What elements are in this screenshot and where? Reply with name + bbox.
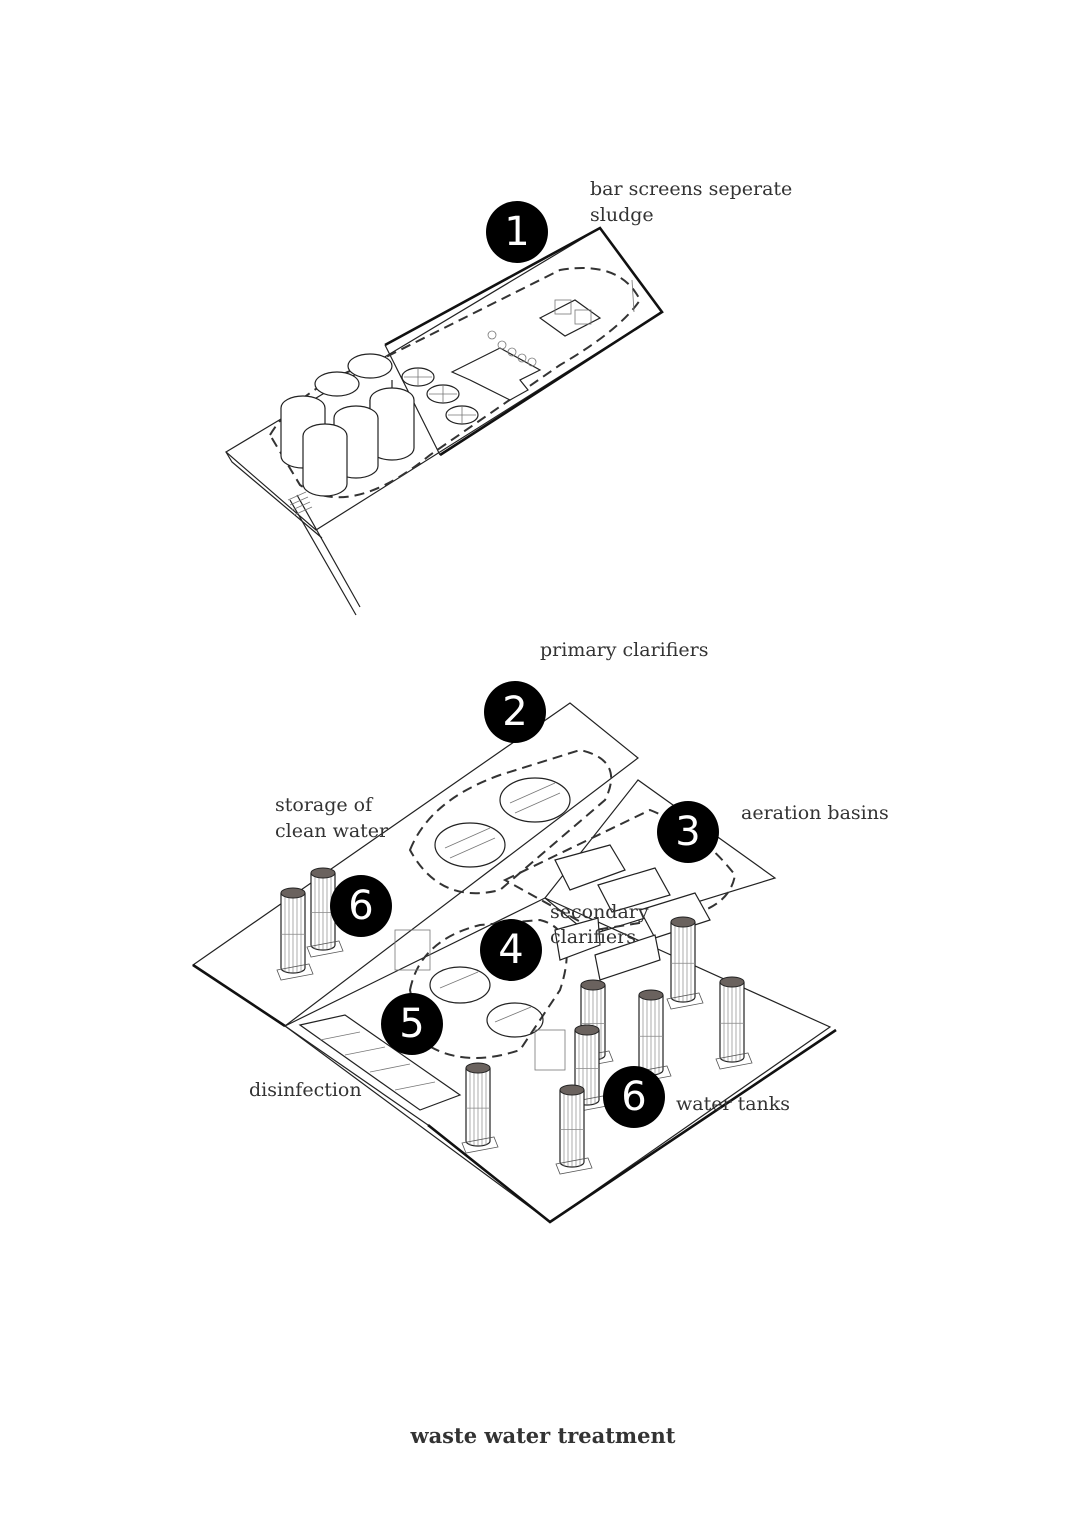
label-secondary-clarifiers-2: clarifiers (550, 926, 636, 948)
water-tank-column (555, 1084, 593, 1175)
badge-number: 6 (621, 1074, 646, 1120)
stage-2-6-platform (191, 702, 837, 1224)
aerator-fans (401, 367, 479, 425)
badge-6-storage: 6 (330, 875, 392, 937)
badge-3: 3 (657, 801, 719, 863)
badge-1: 1 (486, 201, 548, 263)
label-storage-2: clean water (275, 820, 389, 842)
diagram-title: waste water treatment (410, 1423, 676, 1448)
label-storage: storage of (275, 794, 374, 816)
badge-number: 2 (502, 689, 527, 735)
sludge-tanks (280, 353, 415, 497)
water-tank-column (276, 887, 314, 981)
aeration-blocks (554, 844, 711, 981)
disinfection-basins (298, 1014, 462, 1111)
label-bar-screens: bar screens seperate (590, 178, 792, 200)
label-disinfection: disinfection (249, 1079, 362, 1101)
water-tank-column (461, 1062, 499, 1154)
label-water-tanks: water tanks (676, 1093, 790, 1115)
water-tank-column (306, 867, 344, 958)
badge-4: 4 (480, 919, 542, 981)
badge-number: 6 (348, 883, 373, 929)
water-tank-column (715, 976, 753, 1070)
badge-5: 5 (381, 993, 443, 1055)
badge-number: 3 (675, 809, 700, 855)
water-tank-column (666, 916, 704, 1010)
badge-6-tanks: 6 (603, 1066, 665, 1128)
water-tank-column (634, 989, 672, 1083)
stage-1-platform (224, 226, 664, 616)
badge-number: 5 (399, 1001, 424, 1047)
label-bar-screens-2: sludge (590, 204, 654, 226)
label-aeration-basins: aeration basins (741, 802, 889, 824)
clarifiers (429, 777, 571, 1038)
bar-screens (450, 279, 635, 401)
badge-number: 4 (498, 927, 523, 973)
water-tanks (276, 867, 753, 1175)
label-primary-clarifiers: primary clarifiers (540, 639, 708, 661)
label-secondary-clarifiers: secondary (550, 901, 649, 923)
badge-number: 1 (504, 209, 529, 255)
badge-2: 2 (484, 681, 546, 743)
